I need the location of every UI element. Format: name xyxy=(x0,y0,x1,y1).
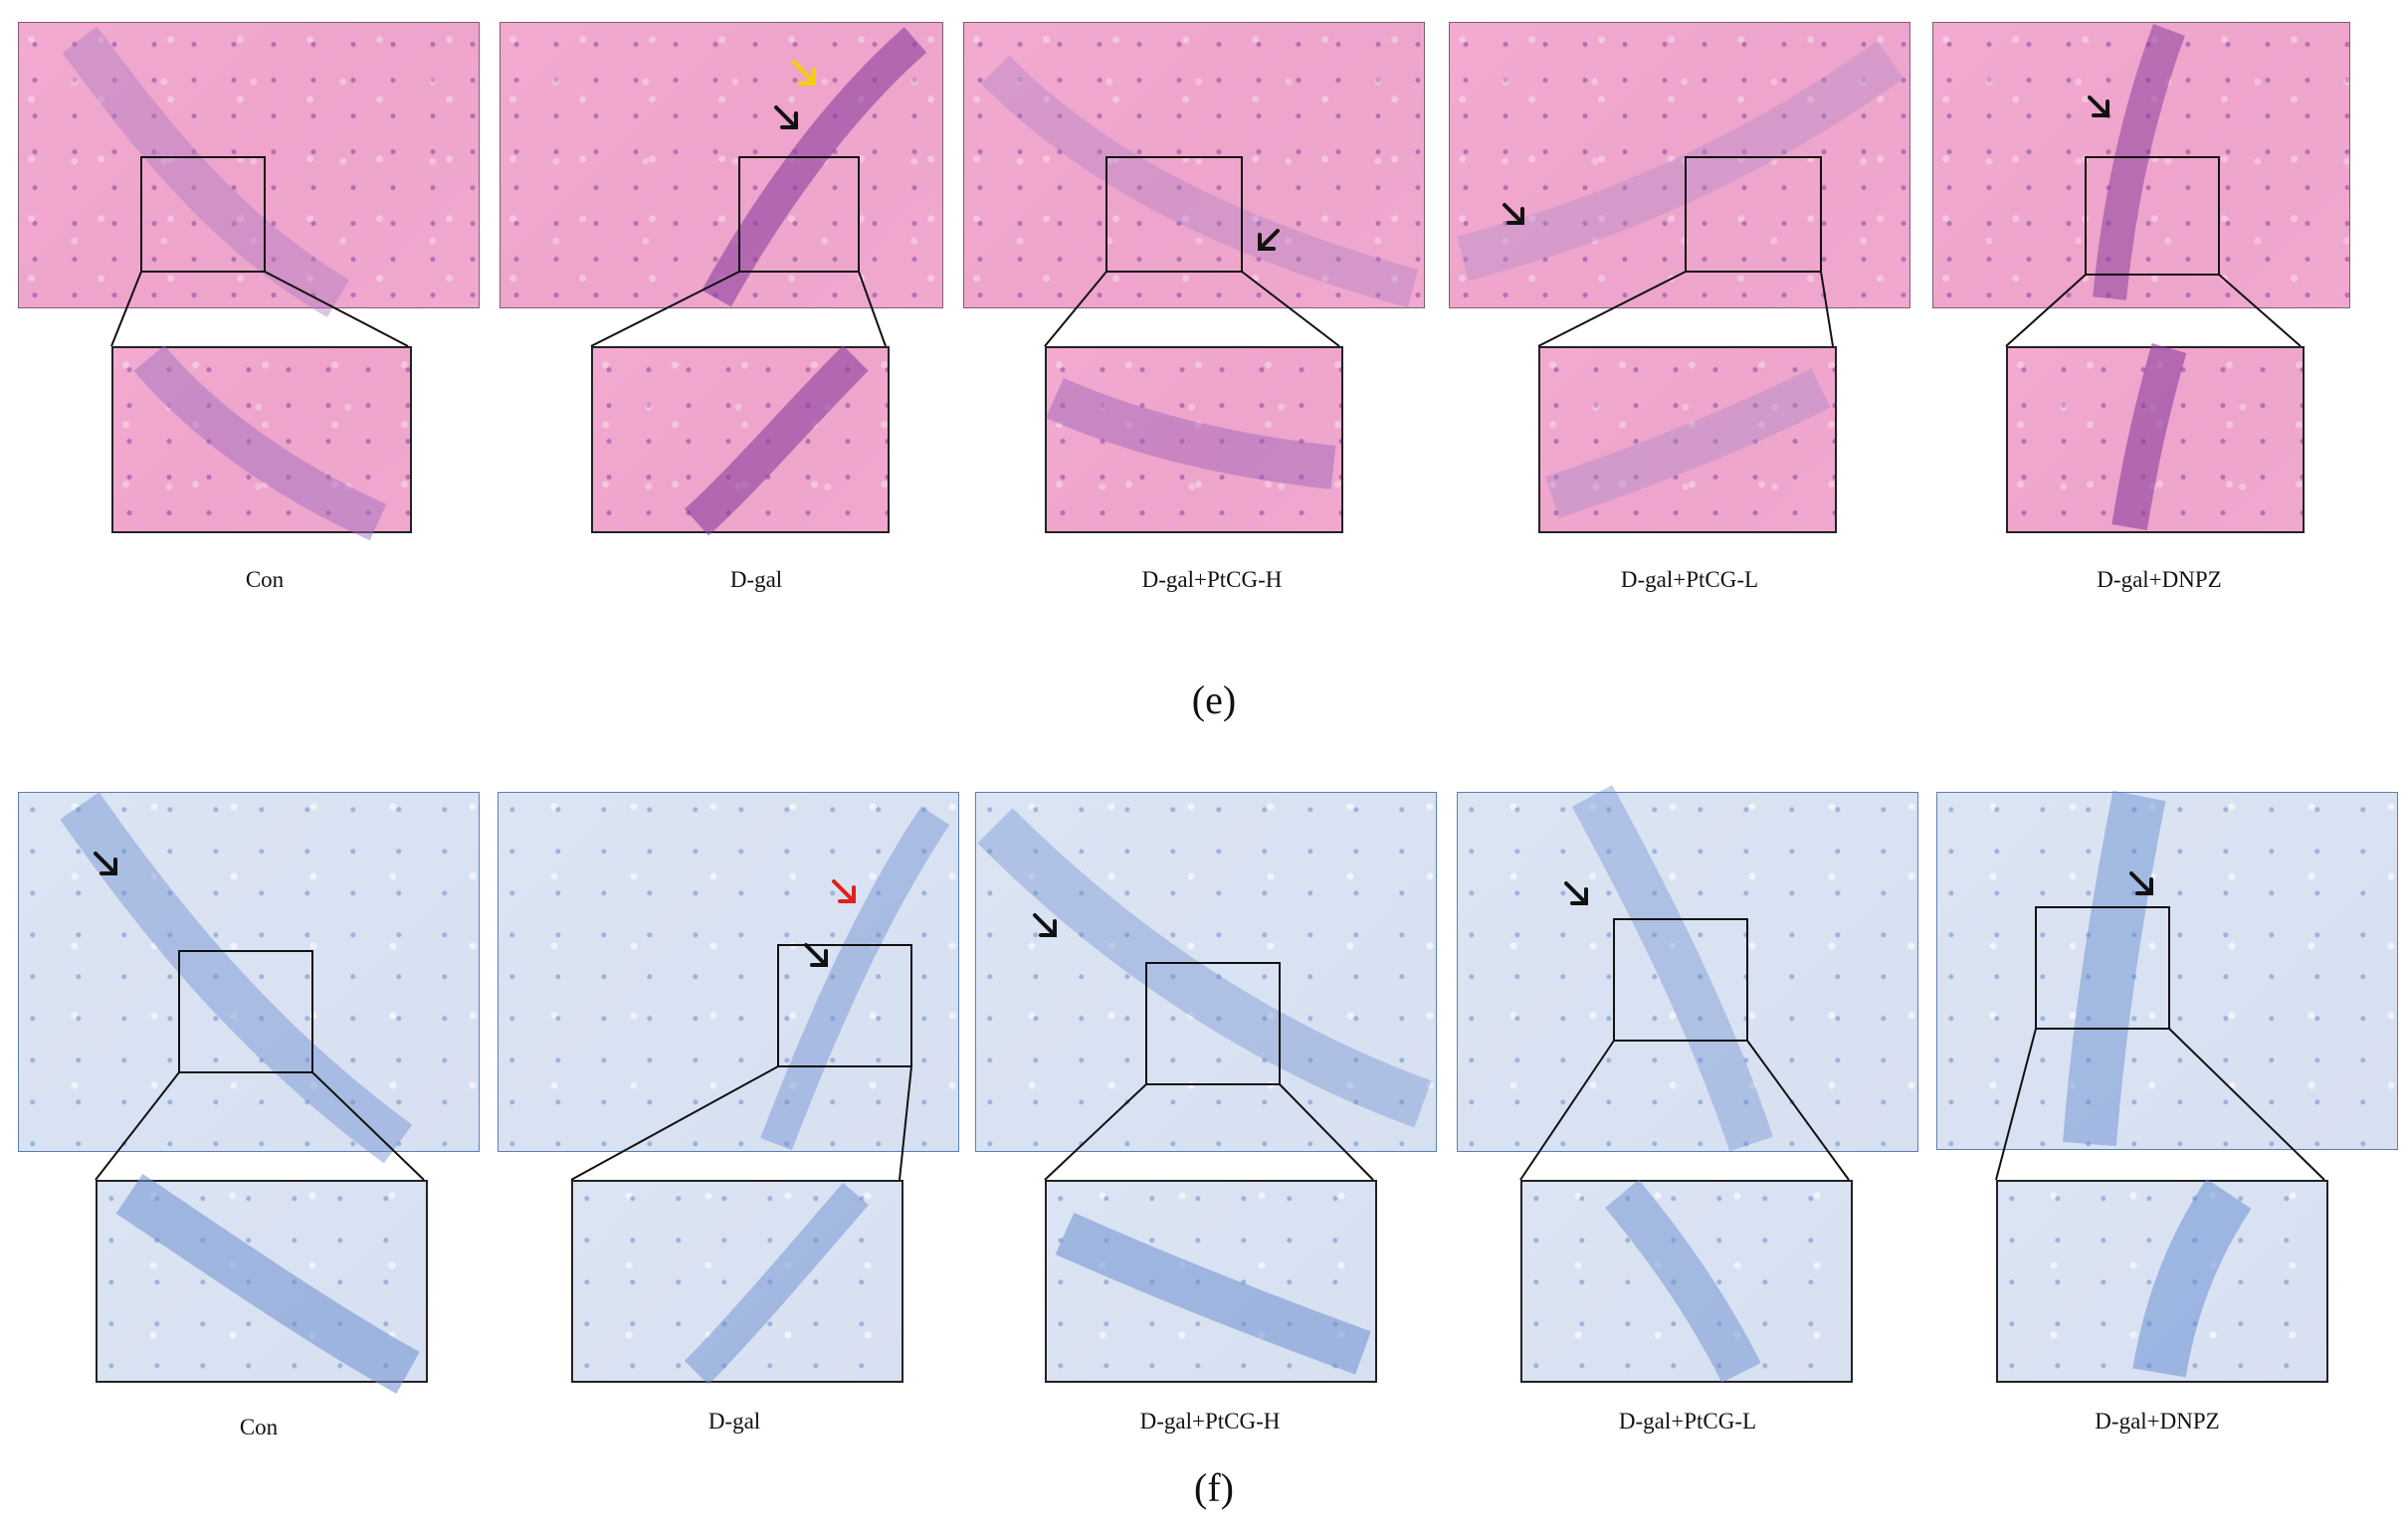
nissl-micrograph-dnpz xyxy=(1936,792,2398,1150)
he-zoom-dnpz xyxy=(2006,346,2305,533)
panel-letter-e: (e) xyxy=(1191,677,1237,722)
he-micrograph-ptcg-h xyxy=(963,22,1425,308)
group-label-con-e: Con xyxy=(245,567,285,592)
group-label-ptcg-l-e: D-gal+PtCG-L xyxy=(1620,567,1759,592)
nissl-micrograph-ptcg-l xyxy=(1457,792,1918,1152)
he-micrograph-dnpz xyxy=(1932,22,2350,308)
group-label-ptcg-l-f: D-gal+PtCG-L xyxy=(1618,1409,1757,1434)
group-label-ptcg-h-f: D-gal+PtCG-H xyxy=(1139,1409,1281,1434)
nissl-zoom-dnpz xyxy=(1996,1180,2328,1383)
group-label-dnpz-f: D-gal+DNPZ xyxy=(2095,1409,2220,1434)
group-label-ptcg-h-e: D-gal+PtCG-H xyxy=(1141,567,1283,592)
he-zoom-ptcg-h xyxy=(1045,346,1343,533)
he-zoom-con xyxy=(111,346,412,533)
group-label-dnpz-e: D-gal+DNPZ xyxy=(2097,567,2222,592)
he-micrograph-con xyxy=(18,22,480,308)
he-zoom-ptcg-l xyxy=(1538,346,1837,533)
he-micrograph-dgal xyxy=(500,22,943,308)
he-zoom-dgal xyxy=(591,346,890,533)
nissl-zoom-con xyxy=(96,1180,428,1383)
nissl-zoom-dgal xyxy=(571,1180,903,1383)
group-label-dgal-f: D-gal xyxy=(707,1409,761,1434)
nissl-micrograph-con xyxy=(18,792,480,1152)
group-label-dgal-e: D-gal xyxy=(729,567,783,592)
nissl-zoom-ptcg-h xyxy=(1045,1180,1377,1383)
nissl-zoom-ptcg-l xyxy=(1520,1180,1853,1383)
he-micrograph-ptcg-l xyxy=(1449,22,1910,308)
figure-panel-f: Con D-gal D-gal+PtCG-H D-gal+PtCG-L D-ga… xyxy=(0,756,2408,1530)
group-label-con-f: Con xyxy=(239,1415,279,1439)
nissl-micrograph-ptcg-h xyxy=(975,792,1437,1152)
nissl-micrograph-dgal xyxy=(498,792,959,1152)
figure-panel-e: Con D-gal D-gal+PtCG-H D-gal+PtCG-L D-ga… xyxy=(0,0,2408,756)
panel-letter-f: (f) xyxy=(1194,1465,1234,1510)
